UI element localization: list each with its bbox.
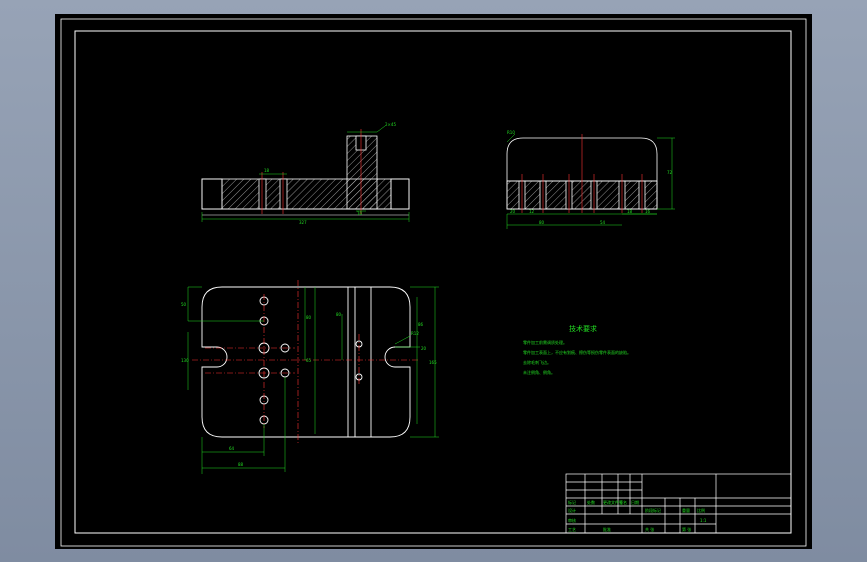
tb-stage: 阶段标记: [645, 507, 661, 513]
dim-side-b: 12: [529, 209, 535, 214]
dim-front-width: 327: [299, 220, 307, 225]
side-outline: [506, 137, 658, 210]
drawing-viewport[interactable]: 327 18 2×45 10 R10 72 20 12 80 54: [55, 14, 812, 549]
dim-plan-mid-v: 80: [306, 315, 312, 320]
inner-frame: [74, 30, 792, 534]
dim-side-f: 16: [645, 209, 651, 214]
side-dimensions: [506, 133, 675, 229]
tb-approve: 批准: [603, 526, 611, 532]
tb-process: 工艺: [568, 527, 576, 532]
plan-dimensions: [187, 286, 439, 474]
dim-plan-right-h: 86: [418, 322, 424, 327]
dim-plan-bottom-b: 88: [238, 462, 244, 467]
tb-sign: 签名: [619, 499, 627, 505]
front-dimensions: [201, 125, 410, 222]
dim-side-chamfer: R10: [507, 130, 515, 135]
plan-centerlines: [192, 280, 420, 444]
dim-side-a: 20: [510, 209, 516, 214]
tech-note-1: 零件加工前需调质处理。: [523, 339, 567, 345]
dim-plan-half: 65: [306, 358, 312, 363]
tb-count: 处数: [587, 499, 595, 505]
front-centerlines: [261, 129, 362, 214]
tb-design: 设计: [568, 507, 576, 513]
dim-front-notch: 10: [357, 211, 363, 216]
cad-drawing: 327 18 2×45 10 R10 72 20 12 80 54: [60, 18, 807, 547]
dim-front-top: 2×45: [385, 122, 396, 127]
front-base: [201, 178, 410, 210]
front-view: [201, 135, 410, 216]
dim-plan-left-h: 50: [181, 302, 187, 307]
dim-side-c: 80: [539, 220, 545, 225]
side-centerlines: [521, 134, 643, 213]
dim-plan-bottom-a: 64: [229, 446, 235, 451]
tb-sheets: 共 张: [645, 526, 654, 532]
title-block: [565, 473, 792, 534]
tb-sheet: 第 张: [682, 526, 691, 532]
tb-scale-value: 1:1: [700, 518, 707, 523]
dim-plan-w: 20: [421, 346, 427, 351]
dim-plan-slot-h: 130: [181, 358, 189, 363]
dim-side-d: 54: [600, 220, 606, 225]
tb-review: 审核: [568, 517, 576, 523]
dim-plan-r: R12: [411, 331, 419, 336]
dim-plan-total-v: 165: [429, 360, 437, 365]
outer-frame: [60, 18, 807, 547]
tb-mark: 标记: [568, 499, 576, 505]
tb-scale: 比例: [697, 507, 705, 513]
tech-requirements-title: 技术要求: [569, 324, 597, 333]
tech-note-2: 零件加工表面上，不应有划痕、擦伤等损伤零件表面的缺陷。: [523, 349, 631, 355]
dim-side-e: 18: [627, 209, 633, 214]
dim-side-height: 72: [667, 170, 673, 175]
dim-front-slot: 18: [264, 168, 270, 173]
tb-change: 更改文件号: [603, 499, 623, 505]
tech-note-4: 未注倒角、倒角。: [523, 369, 555, 375]
tech-note-3: 去除毛刺飞边。: [523, 359, 551, 365]
dim-plan-v2: 80: [336, 312, 342, 317]
tb-date: 日期: [631, 499, 639, 505]
tb-weight: 重量: [682, 507, 690, 513]
